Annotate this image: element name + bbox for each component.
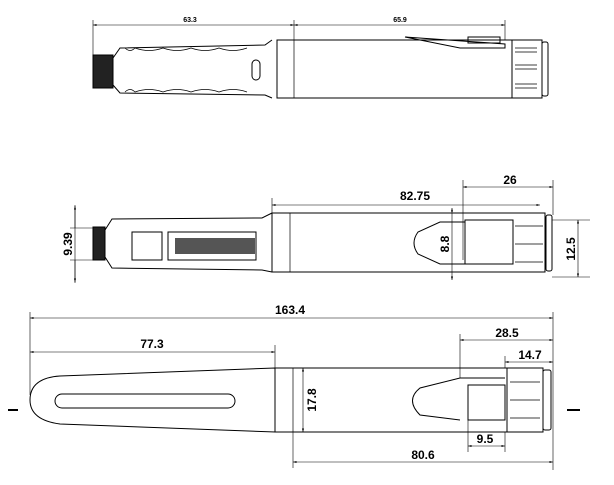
grip-body bbox=[112, 39, 273, 99]
dim-clip-window: 9.5 bbox=[477, 432, 494, 446]
dim-body-length: 80.6 bbox=[411, 448, 435, 462]
clip-window bbox=[464, 219, 514, 265]
dim-body-diameter: 17.8 bbox=[305, 388, 319, 412]
clip bbox=[404, 36, 506, 49]
grip-body bbox=[104, 212, 273, 273]
top-view: 63.3 65.9 bbox=[92, 17, 549, 99]
clip bbox=[412, 377, 505, 421]
pen-cap bbox=[29, 367, 276, 433]
clip bbox=[413, 221, 465, 265]
dim-cap-length: 77.3 bbox=[140, 337, 164, 351]
knurled-tip bbox=[92, 54, 114, 89]
dim-cap-diameter: 12.5 bbox=[564, 237, 578, 261]
barrel bbox=[271, 212, 546, 273]
dim-cap-section: 26 bbox=[503, 173, 517, 187]
dim-clip-height: 8.8 bbox=[438, 235, 452, 252]
bottom-view: 163.4 77.3 28.5 14.7 17.8 9.5 80.6 bbox=[8, 303, 580, 470]
dim-barrel-length: 65.9 bbox=[393, 17, 407, 24]
dim-grip-length: 63.3 bbox=[183, 17, 197, 24]
battery-window bbox=[131, 231, 257, 261]
knurled-tip bbox=[92, 226, 106, 261]
usb-port bbox=[251, 59, 261, 81]
dim-end-cap: 14.7 bbox=[518, 348, 542, 362]
dim-barrel-length: 82.75 bbox=[400, 189, 430, 203]
cap-clip bbox=[54, 393, 236, 409]
barrel bbox=[276, 39, 513, 99]
dim-tip-diameter: 9.39 bbox=[61, 232, 75, 256]
dim-end-section: 28.5 bbox=[495, 326, 519, 340]
end-cap bbox=[542, 369, 552, 431]
dim-overall-length: 163.4 bbox=[275, 303, 305, 317]
clip-window bbox=[467, 384, 506, 421]
middle-view: 9.39 82.75 26 8.8 12.5 bbox=[61, 173, 590, 283]
spring bbox=[175, 238, 255, 254]
